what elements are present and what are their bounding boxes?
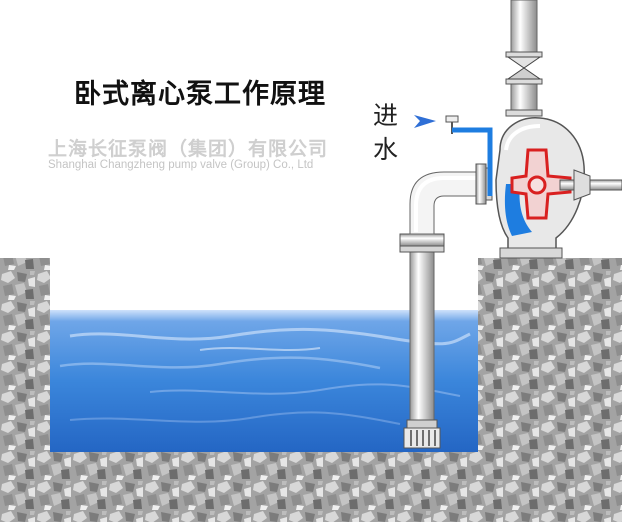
water-wave [59, 356, 381, 370]
suction-elbow [409, 171, 479, 235]
pump-base [499, 247, 563, 259]
inlet-flange [475, 163, 487, 205]
discharge-pipe [510, 83, 538, 113]
discharge-pipe [510, 0, 538, 53]
suction-flange [399, 245, 445, 253]
water-wave [69, 411, 401, 425]
inlet-label: 水 [373, 135, 399, 164]
water-wave [199, 347, 321, 351]
discharge-valve [506, 56, 542, 69]
water-wave [69, 327, 471, 346]
volute-water [504, 184, 532, 236]
pit-back-wall [50, 258, 478, 312]
priming-water-line [452, 127, 493, 196]
pump-shaft [559, 179, 622, 191]
priming-cup [445, 115, 459, 123]
discharge-valve [506, 67, 542, 80]
strainer [406, 419, 438, 429]
inlet-arrow [414, 115, 436, 128]
company-name-cn: 上海长征泵阀（集团）有限公司 [48, 138, 329, 160]
strainer [403, 427, 441, 449]
inlet-label: 进 [373, 101, 399, 130]
diagram-title: 卧式离心泵工作原理 [74, 79, 326, 110]
suction-pipe [409, 243, 435, 421]
company-name-en: Shanghai Changzheng pump valve (Group) C… [48, 159, 314, 171]
bearing-housing [573, 169, 591, 201]
suction-flange [399, 233, 445, 247]
impeller-hub [527, 175, 547, 195]
gravel-ground [0, 258, 622, 522]
